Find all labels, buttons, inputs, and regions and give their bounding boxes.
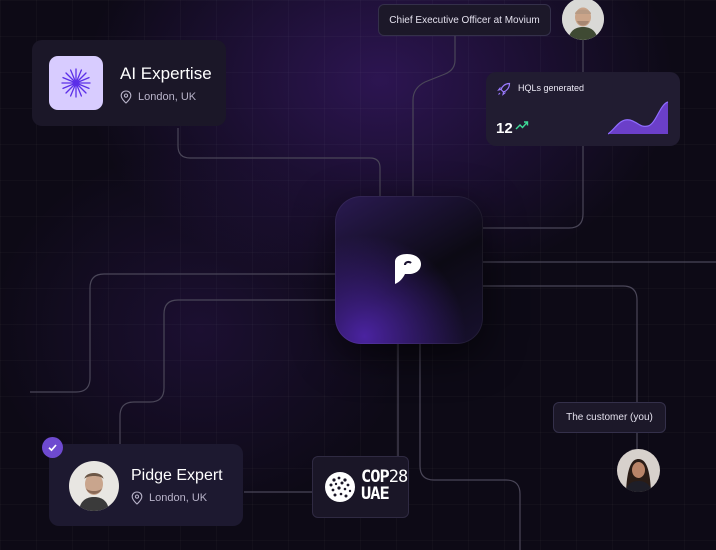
customer-avatar	[617, 449, 660, 492]
ai-expertise-card[interactable]: AI Expertise London, UK	[32, 40, 226, 126]
cop28-sup: 28	[388, 467, 409, 487]
verified-check-badge	[42, 437, 63, 458]
hql-label: HQLs generated	[518, 83, 585, 93]
pidge-expert-avatar	[69, 461, 119, 511]
ceo-avatar	[562, 0, 604, 40]
location-pin-icon	[120, 90, 132, 104]
rocket-icon	[497, 82, 511, 96]
pidge-expert-card[interactable]: Pidge Expert London, UK	[49, 444, 243, 526]
hql-value: 12	[496, 120, 513, 137]
location-pin-icon	[131, 491, 143, 505]
center-logo-tile[interactable]	[335, 196, 483, 344]
ai-expertise-location-text: London, UK	[138, 91, 197, 103]
pidge-expert-location: London, UK	[131, 491, 207, 505]
check-icon	[48, 444, 57, 452]
ai-spark-icon	[49, 56, 103, 110]
pidge-expert-title: Pidge Expert	[131, 467, 223, 484]
pidge-expert-location-text: London, UK	[149, 492, 208, 504]
cop28-top: COP	[361, 467, 390, 487]
hql-stat-card: HQLs generated 12	[486, 72, 680, 146]
cop28-bottom: UAE	[361, 484, 390, 504]
customer-tag-text: The customer (you)	[566, 412, 653, 423]
cop28-logo-card: COP28 UAE	[312, 456, 409, 518]
cop28-emblem-icon	[325, 472, 355, 502]
trend-up-icon	[515, 121, 529, 130]
ceo-tag: Chief Executive Officer at Movium	[378, 4, 551, 36]
ai-expertise-title: AI Expertise	[120, 64, 212, 83]
hql-area-chart	[608, 101, 669, 135]
ai-expertise-location: London, UK	[120, 90, 196, 104]
customer-tag: The customer (you)	[553, 402, 666, 433]
pidge-logo-icon	[395, 254, 421, 284]
ceo-tag-text: Chief Executive Officer at Movium	[389, 14, 540, 26]
cop28-wordmark: COP28 UAE	[361, 467, 409, 504]
